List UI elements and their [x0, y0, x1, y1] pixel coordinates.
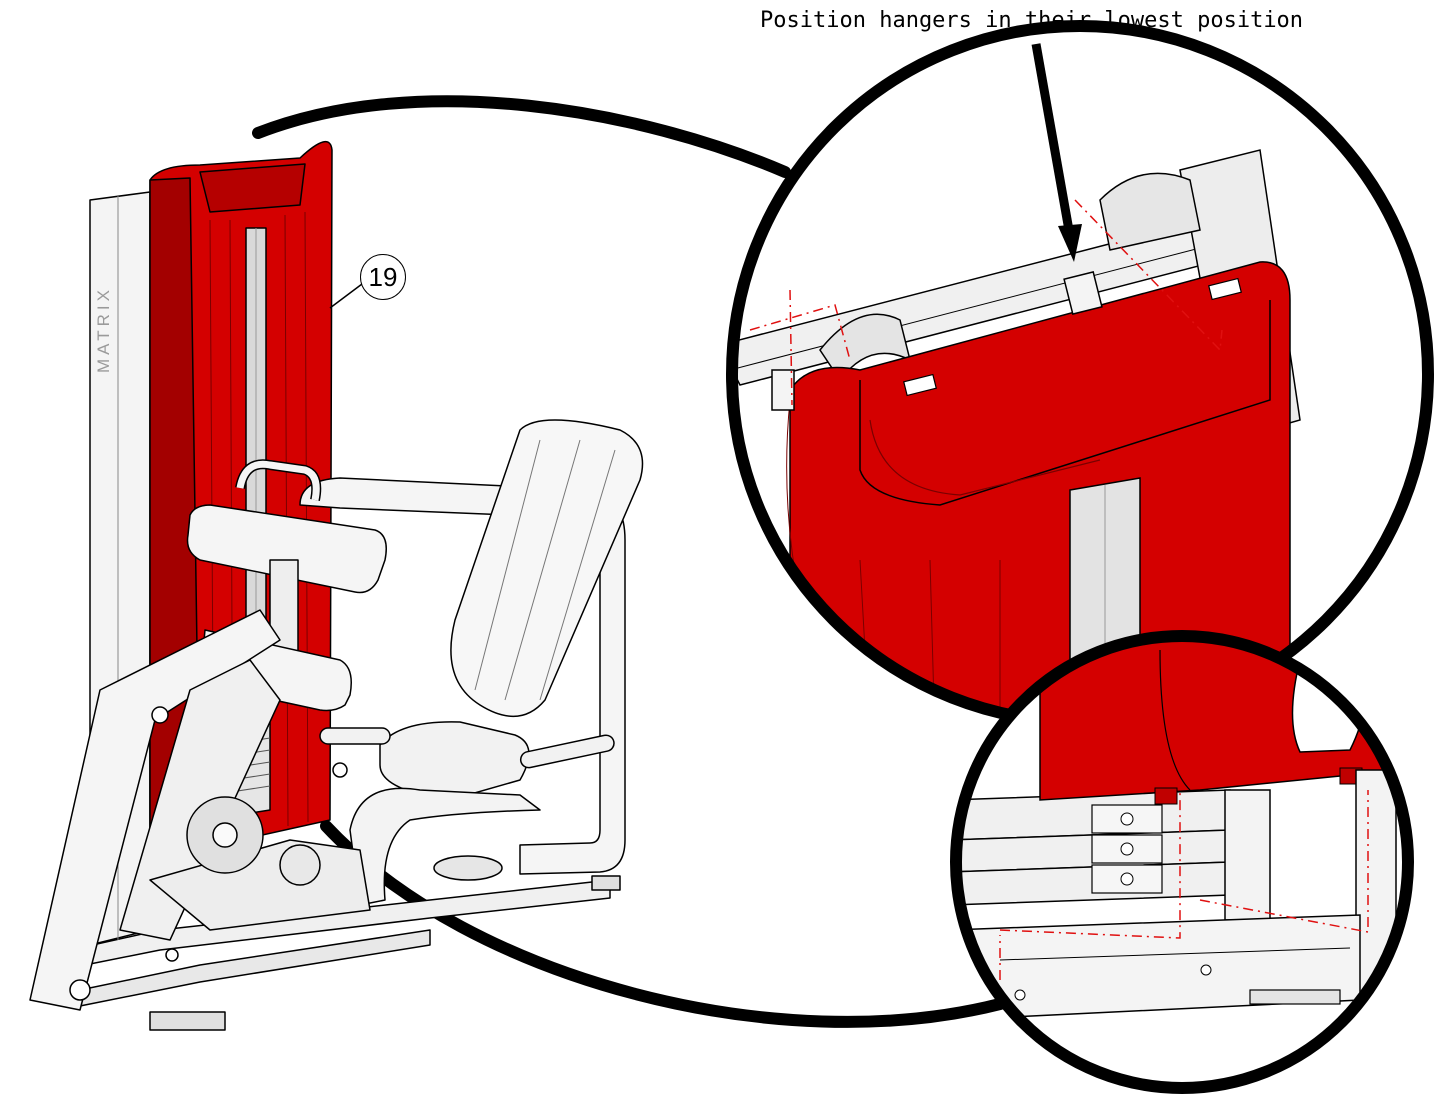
- callout-leader: [329, 283, 363, 309]
- foot-plate-right: [591, 875, 621, 891]
- leader-swoop-top: [252, 95, 791, 178]
- machine: [29, 141, 644, 1031]
- shroud-top-inner: [199, 163, 306, 213]
- upper-pad: [186, 504, 387, 594]
- side-handle: [519, 734, 615, 769]
- centerline: [749, 199, 1223, 406]
- part-callout-19: 19: [360, 254, 406, 300]
- centerline-bottom: [999, 790, 1369, 980]
- magnifier-circle-bottom: [950, 630, 1414, 1094]
- hanger: [1063, 270, 1103, 316]
- detail-bottom: [956, 636, 1408, 1088]
- brand-logo: MATRIX: [94, 286, 113, 374]
- backrest-pad: [450, 419, 644, 718]
- leader-swoop-bottom: [320, 820, 1006, 1028]
- instruction-text: Position hangers in their lowest positio…: [760, 8, 1304, 33]
- handle-bar: [319, 727, 391, 745]
- seat-post: [349, 787, 541, 906]
- foot-plate: [149, 1011, 226, 1031]
- arrow-icon: [1031, 43, 1075, 237]
- detail-top: [732, 26, 1428, 722]
- floor-disc: [433, 855, 503, 881]
